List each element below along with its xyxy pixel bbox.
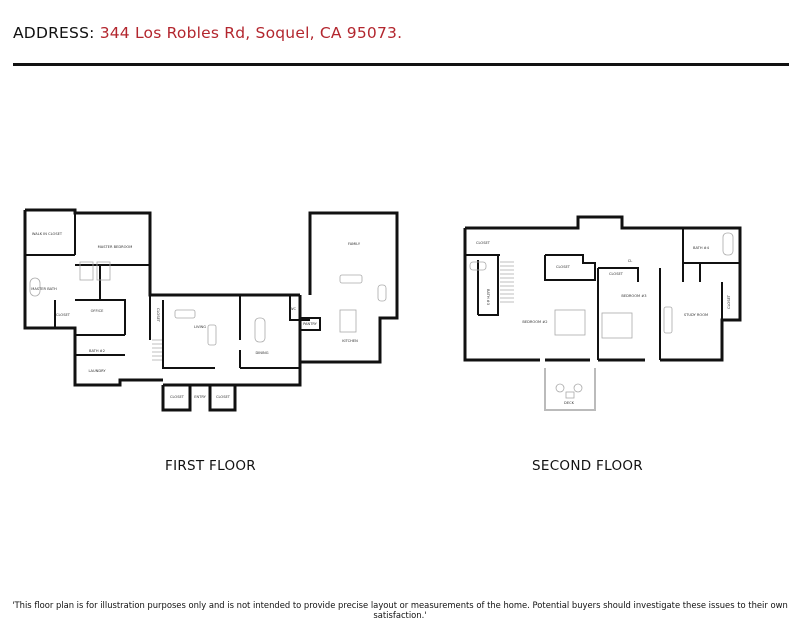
- room-label: CLOSET: [170, 395, 185, 399]
- room-label: BATH #4: [693, 246, 710, 250]
- room-label: BEDROOM #3: [621, 294, 646, 298]
- room-label: PANTRY: [303, 322, 318, 326]
- room-label: DECK: [564, 401, 575, 405]
- room-label: CLOSET: [216, 395, 231, 399]
- room-label: LAUNDRY: [88, 369, 106, 373]
- second-floor-labels: CLOSET BATH #3 CLOSET CLOSET CL BATH #4 …: [476, 241, 731, 405]
- second-floor-plan: [463, 215, 742, 411]
- room-label: CLOSET: [156, 308, 160, 323]
- room-label: FAMILY: [348, 242, 361, 246]
- first-floor-labels: WALK IN CLOSET MASTER BEDROOM MASTER BAT…: [31, 232, 361, 399]
- room-label: DINING: [255, 351, 268, 355]
- room-label: KITCHEN: [342, 339, 358, 343]
- room-label: MASTER BATH: [31, 287, 57, 291]
- room-label: CL: [628, 259, 633, 263]
- room-label: OFFICE: [91, 309, 105, 313]
- room-label: CLOSET: [476, 241, 491, 245]
- room-label: BEDROOM #2: [522, 320, 547, 324]
- room-label: WC: [290, 307, 297, 311]
- address-value: 344 Los Robles Rd, Soquel, CA 95073.: [99, 24, 403, 42]
- disclaimer: 'This floor plan is for illustration pur…: [12, 600, 788, 620]
- room-label: LIVING: [194, 325, 206, 329]
- second-floor-caption: SECOND FLOOR: [532, 458, 643, 474]
- first-floor-fixtures: [29, 261, 387, 361]
- room-label: ENTRY: [194, 395, 206, 399]
- address-label: ADDRESS:: [13, 24, 95, 42]
- room-label: STUDY ROOM: [684, 313, 708, 317]
- address-header: ADDRESS: 344 Los Robles Rd, Soquel, CA 9…: [13, 24, 402, 42]
- first-floor-caption: FIRST FLOOR: [165, 458, 256, 474]
- second-floor-fixtures: [469, 232, 734, 399]
- room-label: CLOSET: [727, 294, 731, 309]
- room-label: CLOSET: [556, 265, 571, 269]
- room-label: WALK IN CLOSET: [32, 232, 63, 236]
- room-label: CLOSET: [609, 272, 624, 276]
- room-label: BATH #2: [89, 349, 105, 353]
- room-label: BATH #3: [486, 289, 490, 305]
- first-floor-plan: [23, 208, 399, 412]
- room-label: MASTER BEDROOM: [98, 245, 133, 249]
- header-divider: [13, 63, 789, 66]
- room-label: CLOSET: [56, 313, 71, 317]
